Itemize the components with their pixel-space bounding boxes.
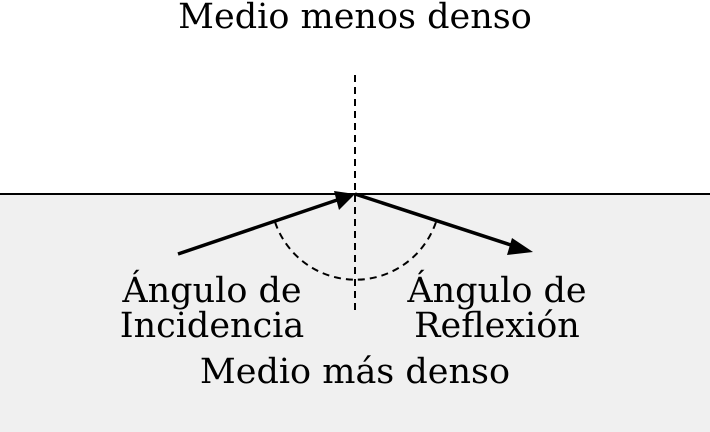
incident-arrowhead-icon — [334, 191, 355, 210]
incidence-label-line1: Ángulo de — [121, 269, 301, 311]
dense-medium-region — [0, 194, 710, 432]
incident-ray — [177, 196, 344, 256]
top-medium-label: Medio menos denso — [178, 0, 532, 37]
reflection-label-line1: Ángulo de — [406, 269, 586, 311]
bottom-medium-label: Medio más denso — [200, 352, 510, 392]
reflected-ray — [354, 192, 521, 250]
reflected-arrowhead-icon — [507, 238, 533, 255]
reflection-label-line2: Reflexión — [414, 306, 580, 346]
angle-arc — [274, 221, 437, 281]
incidence-label-line2: Incidencia — [120, 306, 305, 346]
